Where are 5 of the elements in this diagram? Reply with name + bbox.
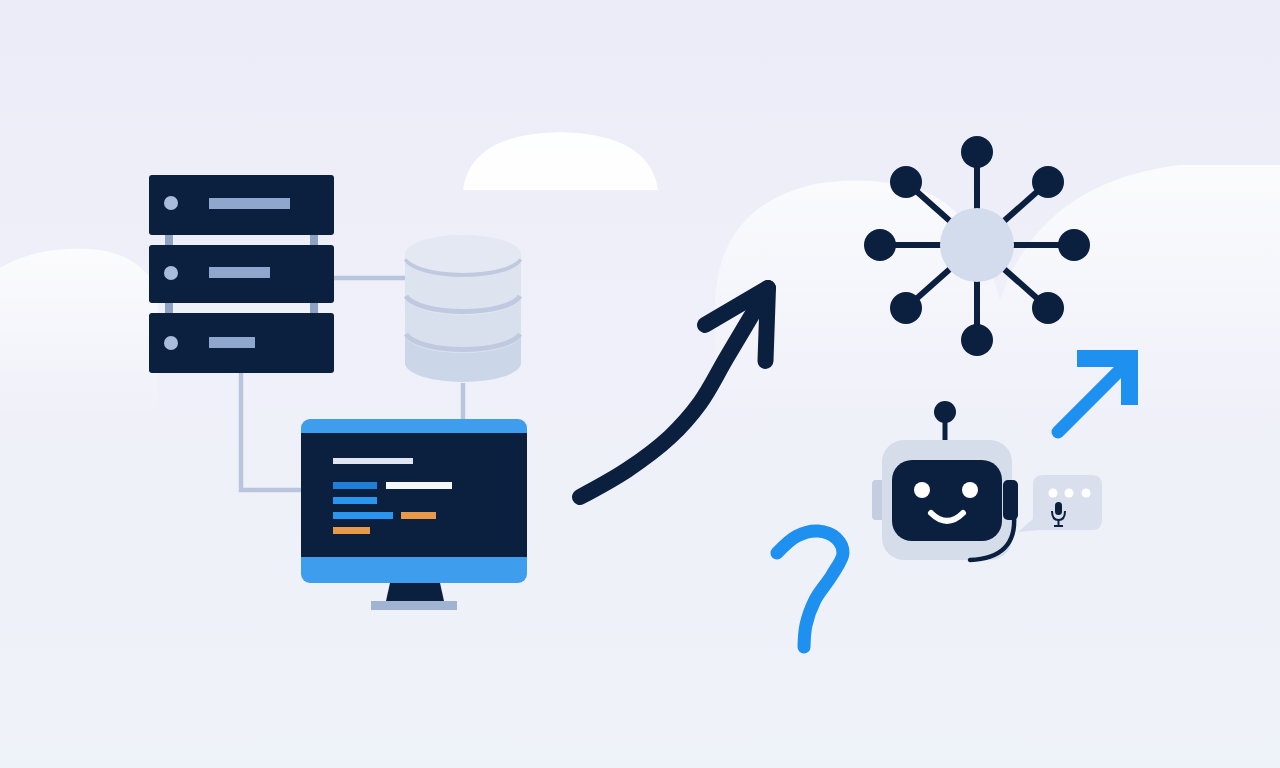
connector-line (334, 275, 405, 281)
connector-line (238, 373, 301, 493)
connector-line (460, 383, 466, 419)
curved-arrow (572, 280, 776, 505)
database-cylinder (405, 235, 521, 383)
